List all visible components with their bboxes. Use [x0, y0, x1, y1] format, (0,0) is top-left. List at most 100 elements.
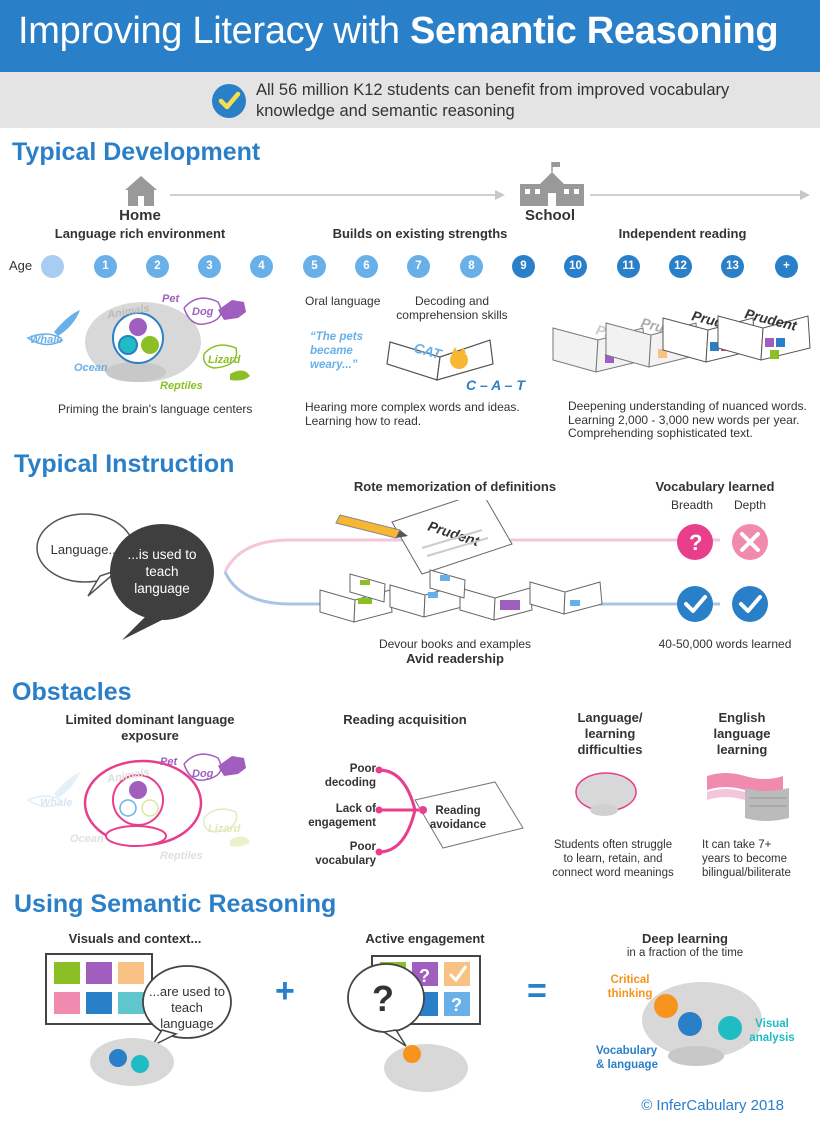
brain-semantic-map: [26, 297, 250, 382]
banner-text: All 56 million K12 students can benefit …: [256, 81, 730, 120]
caption-priming: Priming the brain's language centers: [58, 402, 253, 416]
lang-difficulties-label: Language/ learning difficulties: [577, 710, 643, 757]
brain-gray-icon: [575, 772, 637, 816]
header-bar: [0, 0, 820, 72]
reading-avoidance-label: Reading avoidance: [429, 805, 487, 831]
visuals-panel: [45, 953, 232, 1086]
depth-label: Depth: [733, 498, 767, 512]
active-engagement-label: Active engagement: [365, 931, 485, 946]
age-dot-12: 12: [669, 255, 692, 278]
age-dot-13: 13: [721, 255, 744, 278]
decoding-label: Decoding and comprehension skills: [396, 294, 508, 322]
bubble-teach: ...is used to teach language: [127, 547, 197, 596]
stacked-books: [319, 569, 603, 623]
tag-pet: Pet: [162, 293, 180, 305]
devour-label: Devour books and examples: [378, 637, 532, 651]
age-dot-3: 3: [198, 255, 221, 278]
house-icon: [125, 176, 157, 206]
phase-label-2: Builds on existing strengths: [332, 226, 508, 241]
school-icon: [520, 162, 584, 206]
lang-difficulties-text: Students often struggle to learn, retain…: [552, 839, 674, 879]
tag-ocean: Ocean: [74, 362, 108, 374]
phase-label-3: Independent reading: [618, 226, 747, 241]
age-dot-1: 1: [94, 255, 117, 278]
question-mark: ?: [372, 978, 394, 1019]
phase-label-1: Language rich environment: [54, 226, 226, 241]
age-dot-0: [41, 255, 64, 278]
open-book-cat: CAT: [386, 339, 494, 381]
age-dot-4: 4: [250, 255, 273, 278]
age-dot-5: 5: [303, 255, 326, 278]
english-learning-label: English language learning: [713, 710, 771, 757]
svg-text:?: ?: [689, 530, 702, 555]
words-learned-label: 40-50,000 words learned: [658, 637, 792, 651]
svg-text:?: ?: [419, 966, 430, 986]
critical-thinking-label: Critical thinking: [607, 974, 653, 1000]
plus-sign: +: [275, 972, 295, 1010]
age-label: Age: [9, 258, 33, 273]
reading-acquisition-label: Reading acquisition: [343, 712, 467, 727]
tag-whale-faded: Whale: [40, 797, 73, 809]
vocabulary-language-label: Vocabulary & language: [596, 1045, 658, 1071]
deep-learning-brain: [642, 982, 762, 1066]
age-dot-2: 2: [146, 255, 169, 278]
brain-faded-map: [26, 753, 250, 847]
quiz-panel: ? ? ?: [347, 955, 481, 1092]
tag-pet-faded: Pet: [160, 756, 178, 768]
school-label: School: [524, 207, 575, 224]
age-dot-9: 9: [512, 255, 535, 278]
banner: [0, 72, 820, 128]
equals-sign: =: [527, 972, 547, 1010]
vocab-learned-label: Vocabulary learned: [655, 479, 775, 494]
english-learning-text: It can take 7+ years to become bilingual…: [702, 839, 791, 879]
section-title-semantic-reasoning: Using Semantic Reasoning: [14, 890, 337, 918]
section-title-typical-instruction: Typical Instruction: [14, 450, 235, 478]
section-title-obstacles: Obstacles: [12, 678, 132, 706]
tag-dog: Dog: [192, 306, 214, 318]
oral-language-label: Oral language: [305, 294, 381, 308]
age-dot-8: 8: [460, 255, 483, 278]
poor-vocabulary-label: Poor vocabulary: [315, 841, 376, 867]
visuals-label: Visuals and context...: [68, 931, 202, 946]
tag-ocean-faded: Ocean: [70, 833, 104, 845]
tag-dog-faded: Dog: [192, 768, 214, 780]
home-label: Home: [119, 207, 161, 224]
section-title-typical-development: Typical Development: [12, 138, 261, 166]
bubble-language: Language...: [50, 542, 120, 557]
caption-hearing: Hearing more complex words and ideas. Le…: [305, 400, 520, 428]
prudent-books: Prudent Prudent Prudent Prudent: [552, 305, 811, 373]
visuals-bubble-text: ...are used to teach language: [149, 984, 225, 1031]
svg-text:CAT: CAT: [412, 339, 444, 362]
svg-text:?: ?: [451, 995, 462, 1015]
visual-analysis-label: Visual analysis: [749, 1018, 795, 1044]
age-dot-plus: +: [775, 255, 798, 278]
breadth-label: Breadth: [670, 498, 714, 512]
question-icon: [677, 524, 713, 560]
home-school-timeline: [125, 162, 810, 206]
cat-spelled: C – A – T: [466, 377, 525, 393]
flags-icon: [707, 773, 789, 821]
check-icon: [212, 84, 246, 118]
reading-avoidance-diagram: [375, 766, 524, 856]
definition-sheet: Prudent: [391, 500, 513, 575]
avid-label: Avid readership: [406, 651, 504, 666]
page-title: Improving Literacy with Semantic Reasoni…: [18, 10, 779, 52]
quote-text: “The pets became weary...”: [310, 331, 364, 371]
cat-icon: [450, 347, 468, 369]
limited-exposure-label: Limited dominant language exposure: [65, 712, 235, 743]
caption-deepening: Deepening understanding of nuanced words…: [568, 399, 807, 440]
age-dot-10: 10: [564, 255, 587, 278]
age-dot-11: 11: [617, 255, 640, 278]
pencil-icon: [335, 514, 408, 539]
tag-reptiles: Reptiles: [160, 380, 203, 392]
poor-decoding-label: Poor decoding: [324, 763, 376, 789]
tag-whale: Whale: [30, 334, 63, 346]
check-depth-icon: [732, 586, 768, 622]
check-breadth-icon: [677, 586, 713, 622]
tag-lizard: Lizard: [208, 354, 241, 366]
lack-engagement-label: Lack of engagement: [308, 803, 376, 829]
tag-reptiles-faded: Reptiles: [160, 850, 203, 862]
copyright: © InferCabulary 2018: [641, 1097, 784, 1114]
tag-lizard-faded: Lizard: [208, 823, 241, 835]
instruction-paths: Prudent ?: [36, 500, 768, 640]
